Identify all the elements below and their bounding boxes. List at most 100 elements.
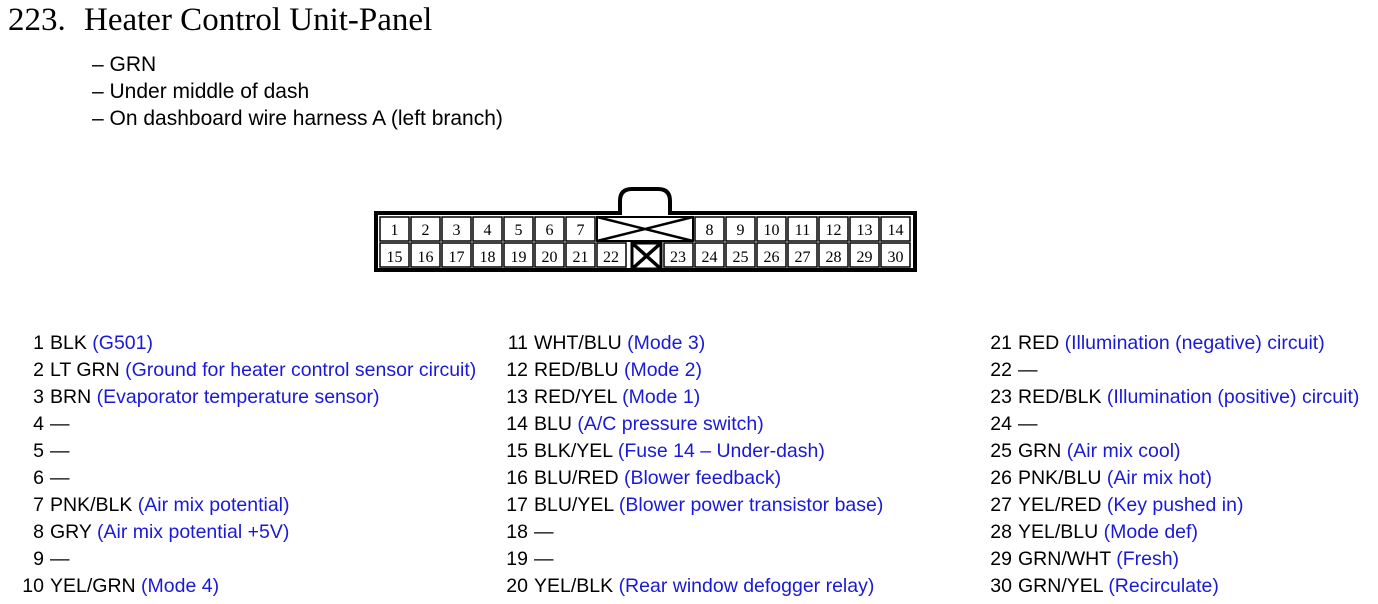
wire-color: RED/YEL	[534, 386, 617, 408]
pin-number-label: 27	[795, 249, 811, 266]
wire-color: PNK/BLK	[50, 494, 133, 516]
pin-number-label: 16	[418, 249, 434, 266]
wire-color: —	[50, 467, 70, 489]
pin-description: (Ground for heater control sensor circui…	[125, 359, 477, 381]
pin-number-label: 21	[573, 249, 589, 266]
pin-number-label: 29	[857, 249, 873, 266]
pin-description: (Air mix potential)	[137, 494, 290, 516]
pin-number-label: 28	[826, 249, 842, 266]
pin-number: 4	[33, 413, 44, 435]
pin-number-label: 20	[542, 249, 558, 266]
pin-number: 6	[33, 467, 44, 489]
note-color: – GRN	[92, 53, 157, 76]
pin-number-label: 1	[391, 222, 399, 239]
pin-number-label: 11	[795, 222, 810, 239]
wire-color: RED	[1018, 332, 1060, 354]
pin-number-label: 6	[546, 222, 554, 239]
pin-description: (Air mix potential +5V)	[96, 521, 290, 543]
pin-description: (Illumination (negative) circuit)	[1064, 332, 1325, 354]
pin-number-label: 24	[702, 249, 718, 266]
pin-number-label: 15	[387, 249, 403, 266]
pin-number: 10	[22, 575, 44, 597]
pin-cavity	[818, 216, 849, 242]
pin-cavity	[756, 242, 787, 268]
pin-number: 20	[506, 575, 528, 597]
wire-color: GRN/YEL	[1018, 575, 1103, 597]
pin-cavity	[849, 216, 880, 242]
wire-color: RED/BLK	[1018, 386, 1102, 408]
pin-cavity	[441, 216, 472, 242]
pin-number: 8	[33, 521, 44, 543]
pin-cavity	[379, 242, 410, 268]
pin-cavity	[503, 216, 534, 242]
wire-color: YEL/GRN	[50, 575, 136, 597]
pin-number: 15	[506, 440, 528, 462]
wire-color: BLK	[50, 332, 87, 354]
pin-number-label: 13	[857, 222, 873, 239]
pin-row: 22—	[982, 357, 1359, 384]
pin-description: (Evaporator temperature sensor)	[96, 386, 380, 408]
pin-cavity	[441, 242, 472, 268]
pin-description: (Mode 4)	[141, 575, 220, 597]
pin-cavity	[849, 242, 880, 268]
pin-cavity	[565, 242, 596, 268]
pin-number: 21	[990, 332, 1012, 354]
pin-cavity	[725, 242, 756, 268]
pin-number-label: 5	[515, 222, 523, 239]
pin-number-label: 9	[737, 222, 745, 239]
wire-color: BLU	[534, 413, 572, 435]
pin-number-label: 18	[480, 249, 496, 266]
blocked-cross-line	[596, 215, 694, 243]
wire-color: BLU/YEL	[534, 494, 614, 516]
pin-number: 28	[990, 521, 1012, 543]
pin-number-label: 23	[670, 249, 686, 266]
pin-description: (A/C pressure switch)	[577, 413, 764, 435]
pin-number: 30	[990, 575, 1012, 597]
wire-color: —	[534, 521, 554, 543]
wire-color: WHT/BLU	[534, 332, 622, 354]
pin-number: 7	[33, 494, 44, 516]
pin-cavity	[472, 242, 503, 268]
pin-description: (Air mix hot)	[1106, 467, 1212, 489]
wire-color: —	[50, 548, 70, 570]
pin-description: (Fresh)	[1116, 548, 1180, 570]
wire-color: —	[534, 548, 554, 570]
pin-description: (Mode 3)	[627, 332, 706, 354]
note-location: – Under middle of dash	[92, 80, 310, 103]
pin-description: (Rear window defogger relay)	[618, 575, 875, 597]
pin-cavity	[756, 216, 787, 242]
pin-cavity	[694, 242, 725, 268]
wire-color: YEL/RED	[1018, 494, 1102, 516]
pin-number: 29	[990, 548, 1012, 570]
pin-list-column-3: 21 RED (Illumination (negative) circuit) 2…	[982, 330, 1359, 600]
pin-number-label: 12	[826, 222, 842, 239]
pin-cavity	[880, 216, 911, 242]
pin-cavity	[503, 242, 534, 268]
pin-cavity	[534, 242, 565, 268]
pin-number: 2	[33, 359, 44, 381]
pin-number: 17	[506, 494, 528, 516]
pin-number: 5	[33, 440, 44, 462]
wire-color: GRY	[50, 521, 92, 543]
title-number: 223.	[8, 2, 66, 38]
pin-number-label: 26	[764, 249, 780, 266]
wire-color: YEL/BLU	[1018, 521, 1099, 543]
pin-number-label: 19	[511, 249, 527, 266]
pin-row: 24—	[982, 411, 1359, 438]
pin-cavity	[880, 242, 911, 268]
pin-number: 14	[506, 413, 528, 435]
pin-number: 19	[506, 548, 528, 570]
